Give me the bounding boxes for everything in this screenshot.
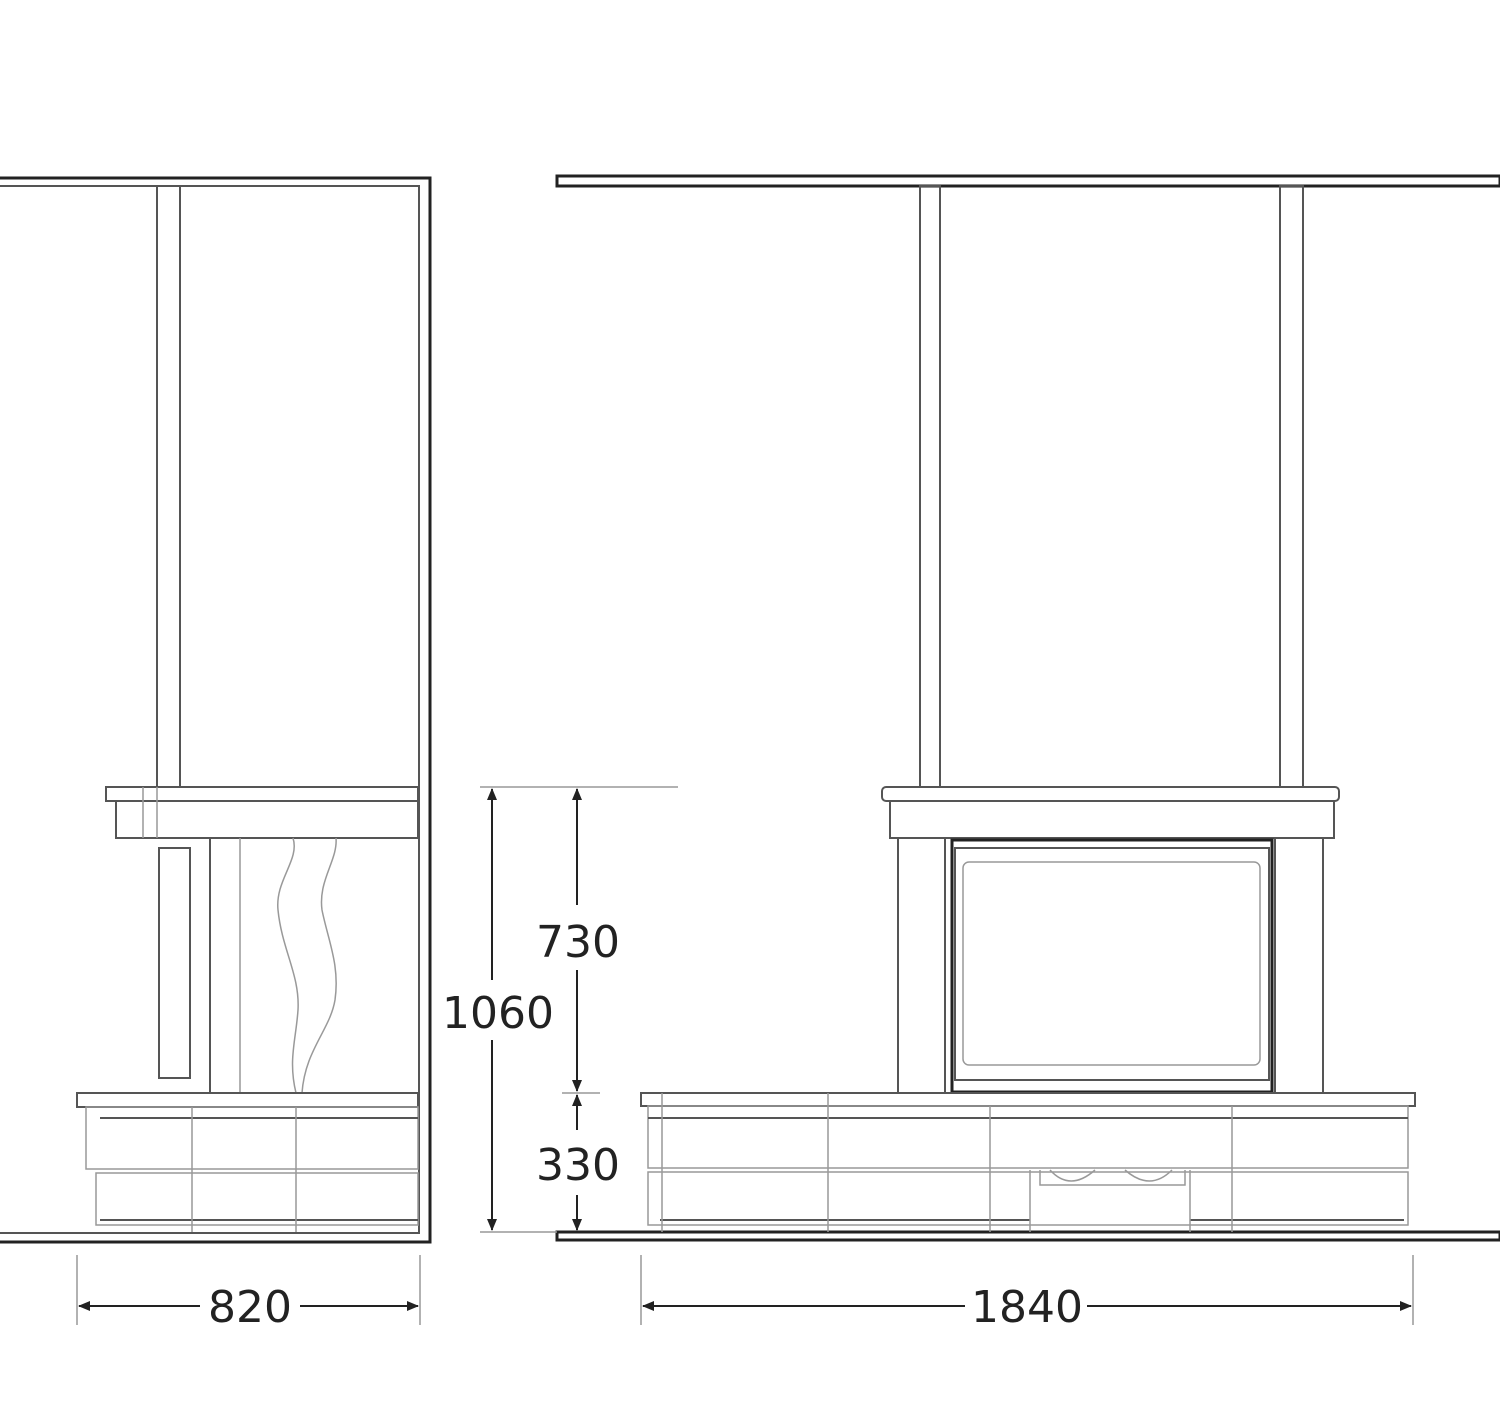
stove-insert — [950, 838, 1274, 1094]
front-hearth — [640, 1092, 1416, 1107]
left-jamb — [897, 837, 946, 1094]
dim-330-label: 330 — [536, 1140, 620, 1191]
front-mantel-shelf — [881, 786, 1340, 802]
side-mantel-shelf — [105, 786, 419, 802]
front-ceiling — [555, 174, 1500, 188]
side-mantel-frieze — [115, 800, 419, 839]
stove-glass — [962, 861, 1261, 1066]
dim-1060-label: 1060 — [442, 988, 554, 1039]
side-wall-outline — [0, 176, 432, 1244]
dim-1840-label: 1840 — [971, 1282, 1083, 1333]
front-floor — [555, 1230, 1500, 1242]
side-wall-inner — [0, 185, 420, 1234]
front-chimney-right — [1279, 185, 1304, 788]
ash-opening — [1029, 1170, 1191, 1232]
front-chimney-left — [919, 185, 941, 788]
front-view — [555, 174, 1500, 1242]
side-view — [0, 176, 432, 1244]
side-chimney — [156, 185, 181, 788]
right-jamb — [1274, 837, 1324, 1094]
dimensions: 1060 730 330 820 1840 — [76, 786, 1414, 1333]
dim-730-label: 730 — [536, 917, 620, 968]
dim-820-label: 820 — [208, 1282, 292, 1333]
side-hearth — [76, 1092, 419, 1108]
side-stove-door — [158, 847, 191, 1079]
front-mantel-frieze — [889, 800, 1335, 839]
flame-curve — [277, 837, 299, 1094]
